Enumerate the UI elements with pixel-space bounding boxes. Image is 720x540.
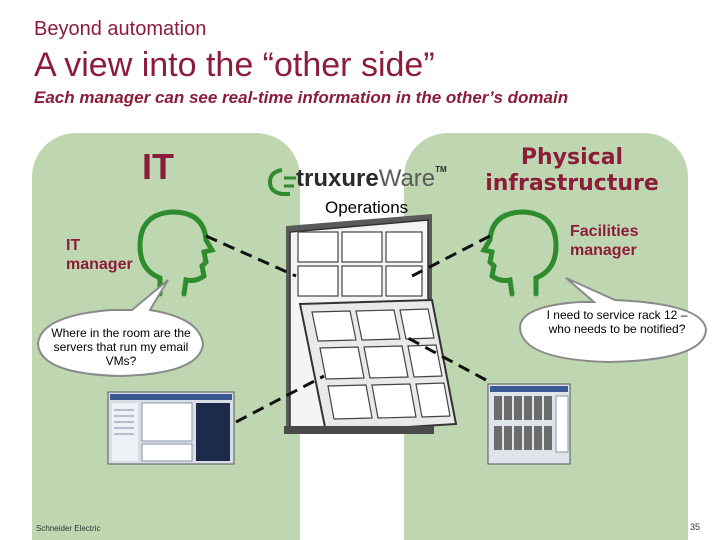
- sightline-connectors: [205, 234, 491, 424]
- brand-bold-text: truxure: [296, 165, 379, 192]
- it-bubble-text: Where in the room are the servers that r…: [51, 326, 191, 368]
- brand-wordmark: truxureWareTM: [268, 165, 447, 193]
- footer-company: Schneider Electric: [36, 524, 101, 533]
- it-domain-title: IT: [142, 146, 174, 187]
- page-number: 35: [690, 522, 701, 532]
- brand-trademark: TM: [435, 165, 447, 174]
- slide-title: A view into the “other side”: [34, 46, 435, 84]
- it-manager-head-icon: [137, 209, 216, 297]
- facilities-manager-head-icon: [480, 209, 559, 297]
- it-screenshot-thumbnail-icon: [107, 391, 235, 465]
- facilities-speech-bubble-icon: [518, 277, 708, 364]
- slide-subtitle: Each manager can see real-time informati…: [34, 88, 569, 107]
- it-speech-bubble-icon: [36, 279, 205, 378]
- facilities-bubble-text: I need to service rack 12 – who needs to…: [546, 308, 688, 336]
- window-icon: [284, 214, 458, 434]
- physical-infrastructure-title: Physical infrastructure: [452, 145, 692, 197]
- brand-logo-icon: [267, 168, 296, 196]
- kicker-text: Beyond automation: [34, 18, 207, 40]
- operations-caption: Operations: [325, 198, 409, 217]
- facilities-screenshot-thumbnail-icon: [487, 383, 571, 465]
- brand-light-text: Ware: [378, 165, 436, 192]
- physical-title-line1: Physical: [520, 145, 624, 170]
- facilities-manager-label: Facilities manager: [570, 223, 639, 259]
- it-manager-label: IT manager: [66, 237, 133, 273]
- physical-title-line2: infrastructure: [485, 171, 659, 196]
